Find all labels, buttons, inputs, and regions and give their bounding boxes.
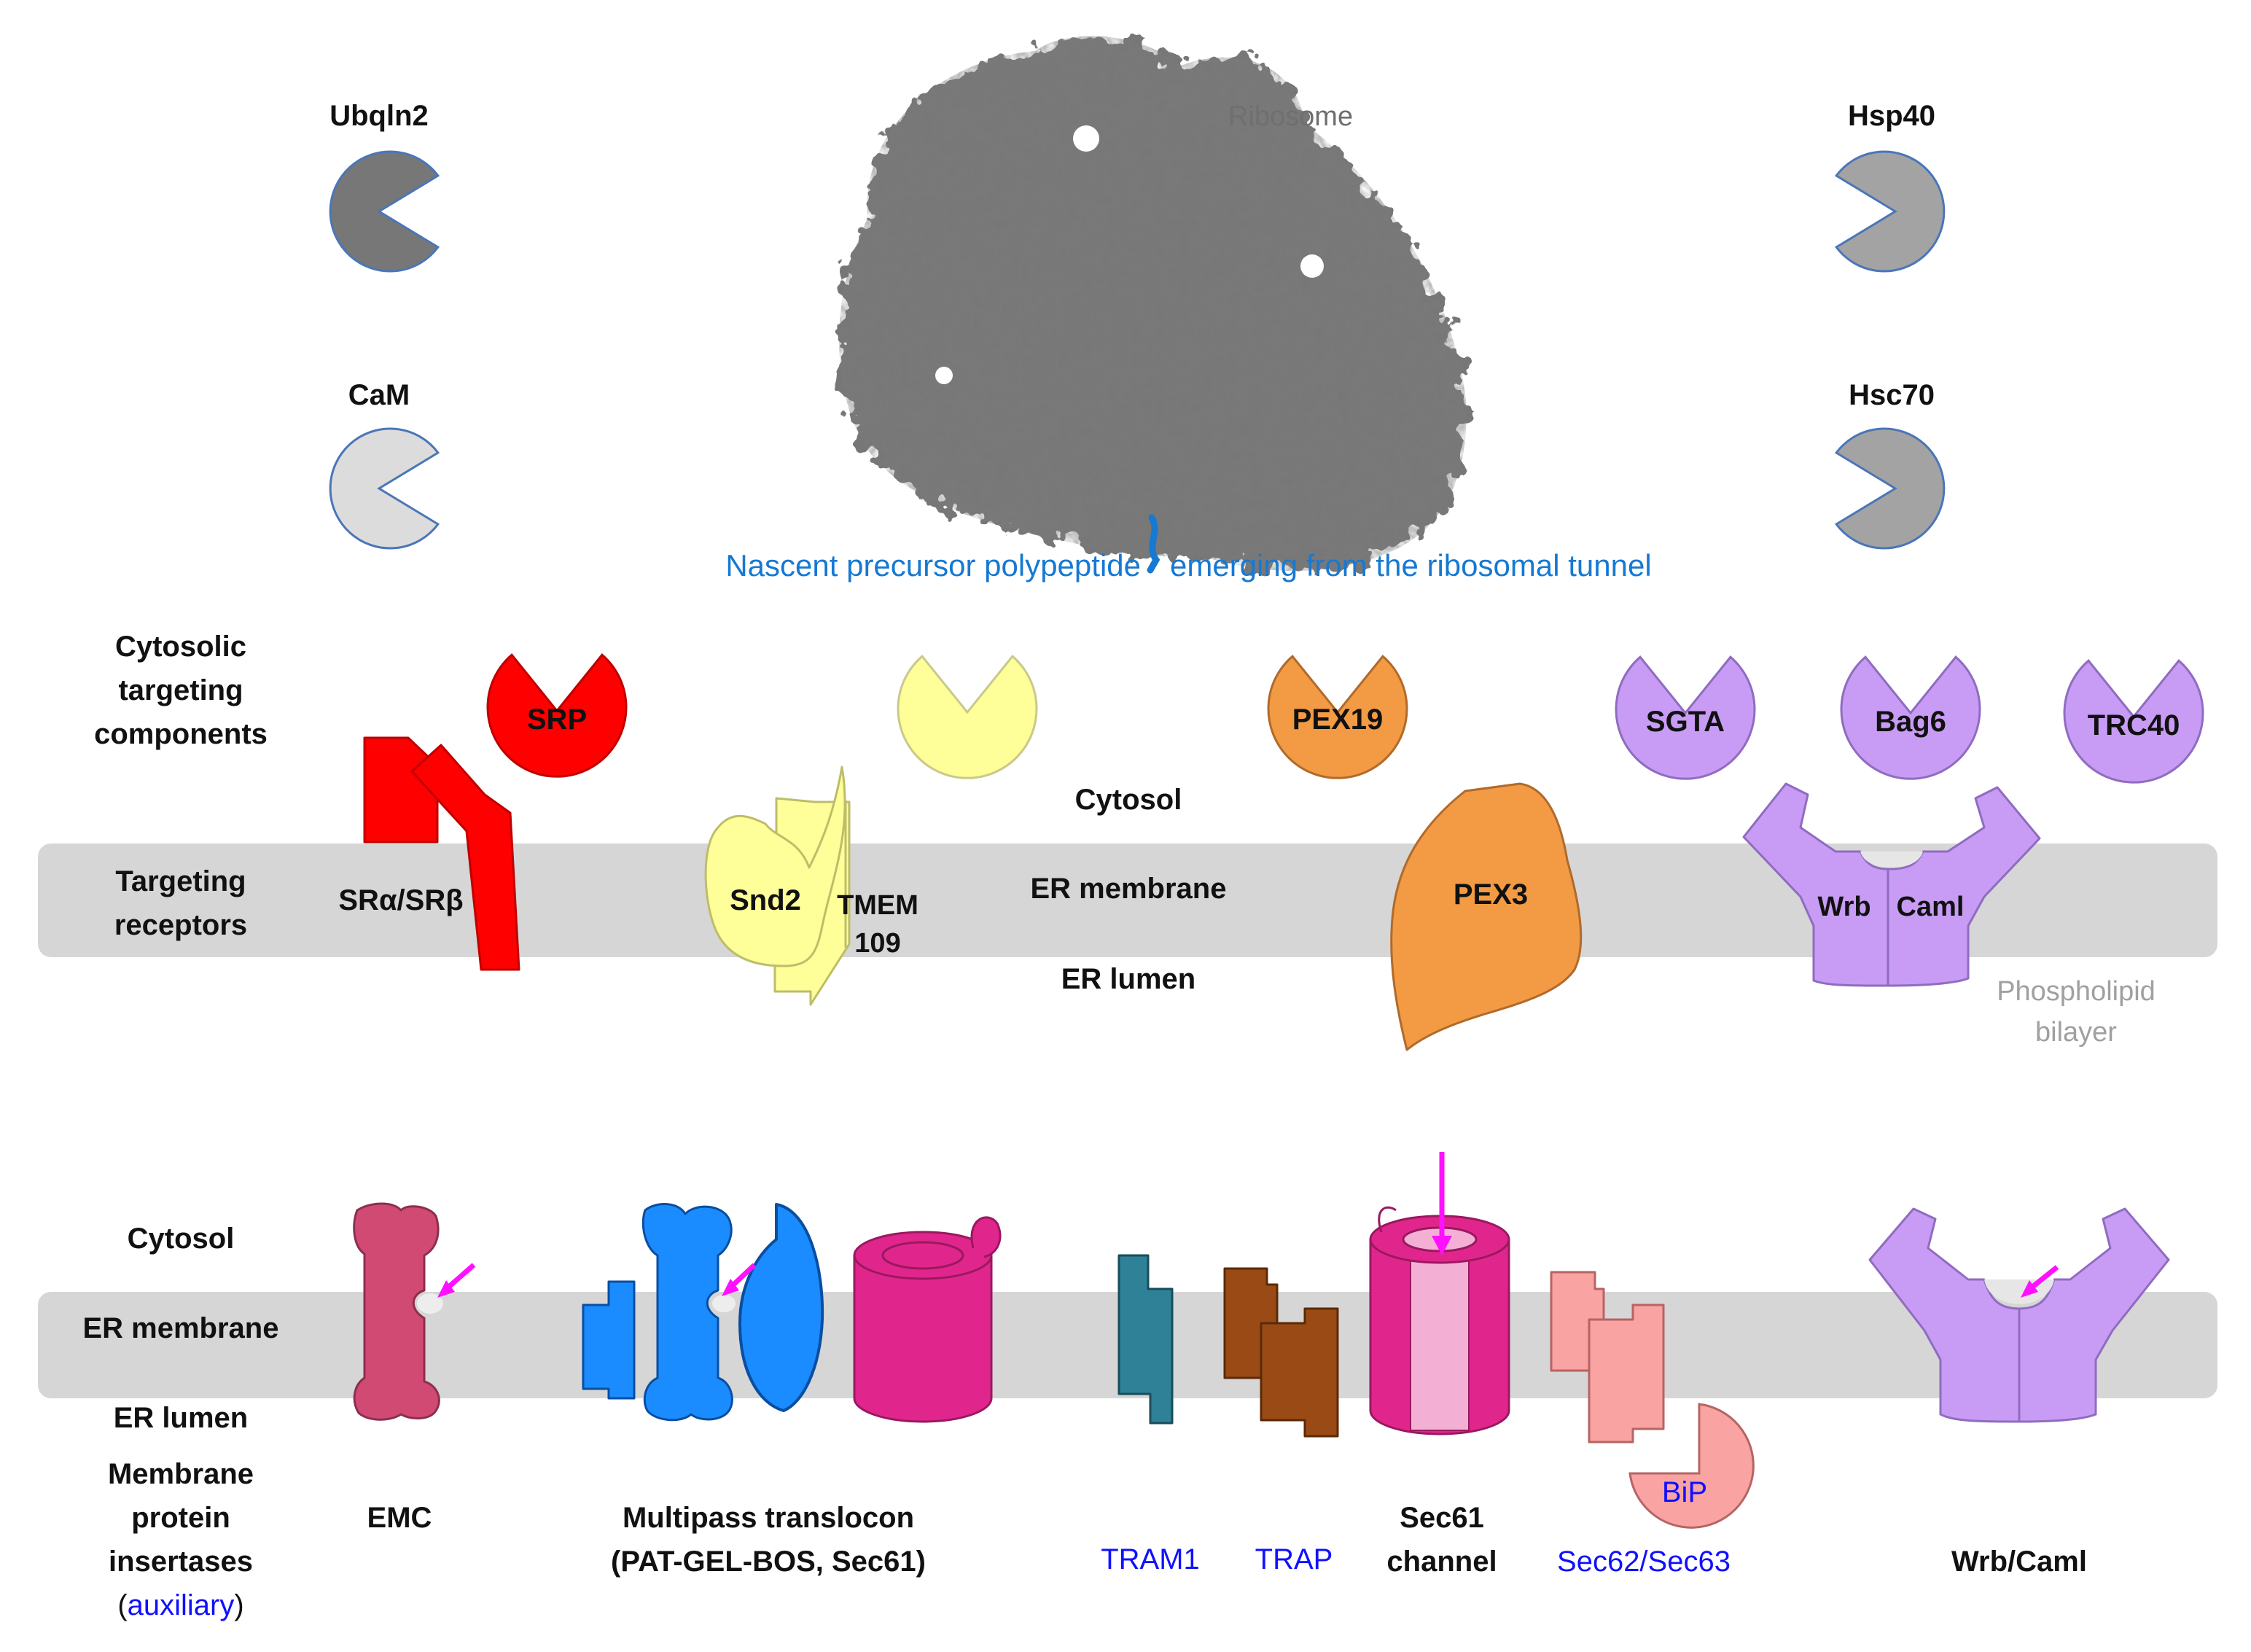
bilayer-label-2: bilayer	[2035, 1017, 2117, 1048]
wrb-caml-arrow-head-icon	[2021, 1280, 2038, 1298]
bag6-label: Bag6	[1875, 706, 1946, 738]
upper-er-lumen-label: ER lumen	[1061, 963, 1195, 995]
insertases-label-1: Membrane	[108, 1458, 254, 1490]
srp-pacman-icon	[486, 653, 628, 778]
sec62-sec63-complex	[1550, 1271, 1665, 1443]
snd2-tmem109-complex	[704, 765, 851, 1006]
ribosome	[839, 36, 1467, 572]
auxiliary-label-line: (auxiliary)	[117, 1589, 243, 1621]
emc-label: EMC	[367, 1502, 432, 1534]
targeting-receptors-label-2: receptors	[114, 909, 247, 941]
wrb-label: Wrb	[1817, 892, 1870, 922]
multipass-label-2: (PAT-GEL-BOS, Sec61)	[611, 1546, 926, 1578]
multipass-label-1: Multipass translocon	[623, 1502, 914, 1534]
sec61-label-2: channel	[1386, 1546, 1497, 1578]
paren-open: (	[117, 1589, 128, 1621]
trc40-pacman-icon	[2063, 659, 2204, 784]
sgta-pacman-icon	[1615, 655, 1756, 780]
pex3-label: PEX3	[1454, 878, 1528, 911]
sgta-label: SGTA	[1646, 706, 1725, 738]
wrb-caml-label: Wrb/Caml	[1951, 1546, 2087, 1578]
cam-pacman-icon	[329, 427, 440, 550]
paren-close: )	[234, 1589, 243, 1621]
wrb-caml-receptor-upper	[1742, 782, 2041, 987]
tram1-complex	[1117, 1254, 1174, 1425]
bip-pacman-icon	[1628, 1403, 1755, 1529]
upper-cytosol-label: Cytosol	[1075, 784, 1182, 816]
sr-label: SRα/SRβ	[338, 884, 463, 916]
ribosome-label: Ribosome	[1228, 101, 1353, 132]
emc-pocket	[417, 1293, 443, 1314]
er-membrane-upper	[38, 843, 2217, 957]
insertases-label-3: insertases	[109, 1546, 253, 1578]
sec61-arrow-head-icon	[1432, 1236, 1452, 1255]
targeting-receptors-label-1: Targeting	[115, 865, 246, 897]
hsc70-pacman-icon	[1834, 427, 1946, 550]
hsc70-label: Hsc70	[1849, 379, 1935, 411]
caml-label: Caml	[1897, 892, 1965, 922]
bilayer-label-1: Phospholipid	[1997, 976, 2156, 1007]
trc40-label: TRC40	[2088, 709, 2180, 741]
cam-label: CaM	[348, 379, 410, 411]
pex19-pacman-icon	[1267, 655, 1408, 779]
yellow-targeting-pacman-icon	[897, 655, 1038, 779]
trap-label: TRAP	[1255, 1543, 1333, 1575]
tram1-label: TRAM1	[1101, 1543, 1200, 1575]
snd2-label: Snd2	[730, 884, 801, 916]
sec61-cylinder	[853, 1216, 1002, 1423]
lower-cytosol-label: Cytosol	[128, 1223, 235, 1255]
trap-complex	[1223, 1267, 1339, 1438]
nascent-polypeptide-icon	[1147, 514, 1160, 574]
lower-er-membrane-label: ER membrane	[83, 1312, 279, 1344]
lower-er-lumen-label: ER lumen	[114, 1402, 248, 1434]
tmem109-label-1: TMEM	[837, 890, 918, 921]
pex3-receptor	[1390, 782, 1583, 1051]
bip-label: BiP	[1662, 1476, 1707, 1508]
srp-label: SRP	[527, 704, 587, 736]
nascent-label-left: Nascent precursor polypeptide	[725, 548, 1141, 583]
multipass-translocon	[582, 1203, 824, 1422]
cytosolic-components-label-2: targeting	[118, 674, 243, 706]
wrb-caml-insertase	[1868, 1207, 2170, 1423]
sr-alpha-beta-receptor	[363, 736, 520, 971]
hsp40-label: Hsp40	[1848, 100, 1935, 132]
insertases-label-2: protein	[131, 1502, 230, 1534]
emc-arrow-head-icon	[437, 1280, 455, 1298]
pex19-label: PEX19	[1292, 704, 1384, 736]
sec61-label-1: Sec61	[1400, 1502, 1484, 1534]
cytosolic-components-label-1: Cytosolic	[115, 631, 246, 663]
sec62-sec63-label: Sec62/Sec63	[1557, 1546, 1731, 1578]
sec61-channel	[1369, 1206, 1510, 1435]
ubqln2-pacman-icon	[329, 150, 440, 273]
emc-complex	[353, 1202, 440, 1421]
cytosolic-components-label-3: components	[94, 718, 268, 750]
hsp40-pacman-icon	[1834, 150, 1946, 273]
bag6-pacman-icon	[1840, 655, 1981, 780]
tmem109-label-2: 109	[854, 928, 900, 959]
auxiliary-label: auxiliary	[128, 1589, 235, 1621]
upper-er-membrane-label: ER membrane	[1031, 873, 1227, 905]
nascent-label-right: emerging from the ribosomal tunnel	[1170, 548, 1652, 583]
translocon-arrow-head-icon	[722, 1279, 739, 1296]
translocon-pocket	[712, 1295, 736, 1312]
ubqln2-label: Ubqln2	[329, 100, 429, 132]
